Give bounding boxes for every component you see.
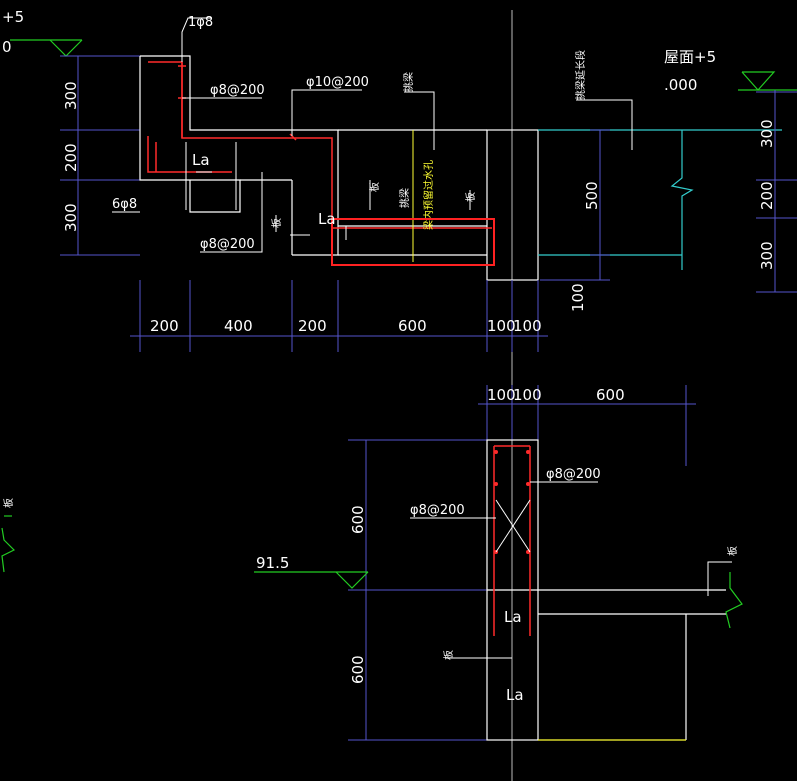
column-cross [495,499,531,553]
dim-chain-horizontal-top [130,280,548,352]
dim-chain-vertical-bottom [348,439,487,741]
dim-chain-500 [540,129,610,281]
rebar-note-bottom-right: φ8@200 [546,467,601,482]
cyan-beam-extension [538,129,782,270]
dim-chain-horizontal-bottom [478,385,696,466]
tag-slab-1: 板 [368,182,381,192]
dim-right-300-bottom: 300 [758,241,776,270]
level-marker-top-left [10,39,83,57]
level-lower-value: 91.5 [256,554,289,572]
dim-right-200: 200 [758,181,776,210]
dim-right-300-top: 300 [758,119,776,148]
rebar-note-phi10-200: φ10@200 [306,75,369,90]
left-edge-tag: 板 [2,498,15,508]
beam-extend-label: 挑梁延长段 [574,50,587,100]
level-left-fragment: 0 [2,38,12,56]
dim-h-200-a: 200 [150,317,179,335]
roof-level-label: 屋面+5 [664,48,716,66]
dim-500: 500 [583,181,601,210]
left-edge-break [1,515,16,573]
lap-label-bottom-1: La [504,608,522,626]
tag-slab-bottom-right: 板 [726,546,739,556]
tag-slab-3: 板 [270,218,283,228]
leader-lines-top [112,17,633,253]
rebar-hook-marks [178,65,297,141]
lap-label-la-2: La [318,210,336,228]
rebar-note-phi8-200-bottom: φ8@200 [200,237,255,252]
tag-slab-2: 板 [464,192,477,202]
dim-left-300-bottom: 300 [62,203,80,232]
beam-label-vertical: 挑梁 [402,72,415,92]
highlight-box [331,218,495,266]
rebar-note-phi8-200-top: φ8@200 [210,83,265,98]
rebar-note-1phi8: 1φ8 [188,15,213,30]
dim-h-100-b: 100 [513,317,542,335]
dim-h-100-a: 100 [487,317,516,335]
rebar-bottom-column [493,445,531,636]
dim-100-vertical: 100 [569,283,587,312]
leader-lines-bottom [410,481,598,659]
dim-h-400: 400 [224,317,253,335]
dim-h-200-b: 200 [298,317,327,335]
dim-b-600-top: 600 [349,505,367,534]
dim-chain-left-vertical [60,55,140,256]
inner-lines [185,142,347,240]
right-edge-break [725,572,743,629]
dim-chain-right-vertical [756,90,797,293]
level-marker-roof [738,71,797,91]
dim-h-600: 600 [398,317,427,335]
dim-left-300-top: 300 [62,81,80,110]
lap-label-bottom-2: La [506,686,524,704]
dim-b-600-bottom: 600 [349,655,367,684]
tag-slab-bottom-left: 板 [442,650,455,660]
rebar-note-bottom-left: φ8@200 [410,503,465,518]
rebar-note-6phi8: 6φ8 [112,197,137,212]
dim-b-100-b: 100 [513,386,542,404]
yellow-hole-text: 梁内预留过水孔 [422,160,435,230]
dim-left-200: 200 [62,143,80,172]
pick-label-vertical: 挑梁 [398,188,411,208]
bottom-outline [486,439,726,741]
level-marker-lower [254,571,369,589]
level-top-left-fragment: +5 [2,8,24,26]
dim-b-100-a: 100 [487,386,516,404]
leader-slab-bottom-right [707,561,732,596]
roof-level-value: .000 [664,76,697,94]
dim-b-600: 600 [596,386,625,404]
lap-label-la-1: La [192,151,210,169]
